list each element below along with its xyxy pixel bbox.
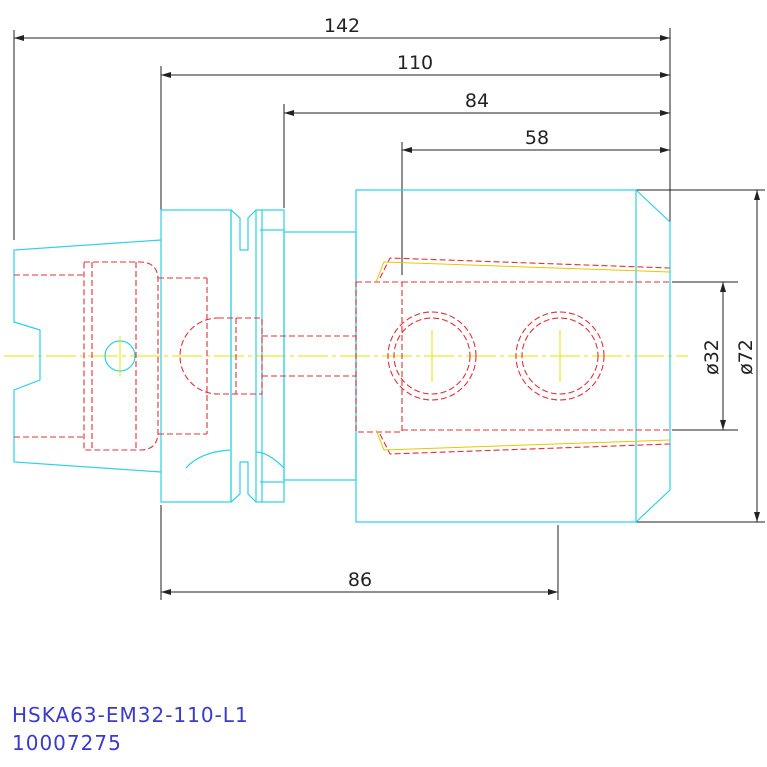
v-groove-bottom (230, 461, 257, 503)
hsk-shank-outline (13, 239, 162, 473)
collet-taper-bottom (379, 433, 671, 455)
order-code-label: 10007275 (12, 731, 122, 755)
dim-text-86: 86 (348, 569, 372, 591)
dim-text-d32: ø32 (701, 339, 723, 375)
clamping-sleeve-hidden (83, 261, 159, 451)
drive-slot-arc (185, 449, 231, 469)
dim-text-58: 58 (525, 127, 549, 149)
screw-hole-1 (387, 311, 477, 401)
collet-taper-top (379, 257, 671, 279)
stop-screw-hidden (355, 281, 403, 433)
drive-slot-arc (255, 451, 285, 469)
coolant-tube-hidden (179, 317, 263, 395)
dim-text-d72: ø72 (735, 339, 757, 375)
screw-hole-2 (515, 311, 605, 401)
v-groove-top (230, 209, 257, 251)
body-chamfer (635, 189, 671, 523)
dim-text-84: 84 (465, 90, 489, 112)
hole-centerlines (119, 330, 561, 382)
dim-text-110: 110 (397, 52, 433, 74)
dim-text-142: 142 (324, 15, 360, 37)
hidden-lines (14, 257, 671, 455)
collet-taper-yellow (375, 261, 671, 451)
dimension-lines (13, 28, 765, 600)
part-number-label: HSKA63-EM32-110-L1 (12, 703, 249, 727)
